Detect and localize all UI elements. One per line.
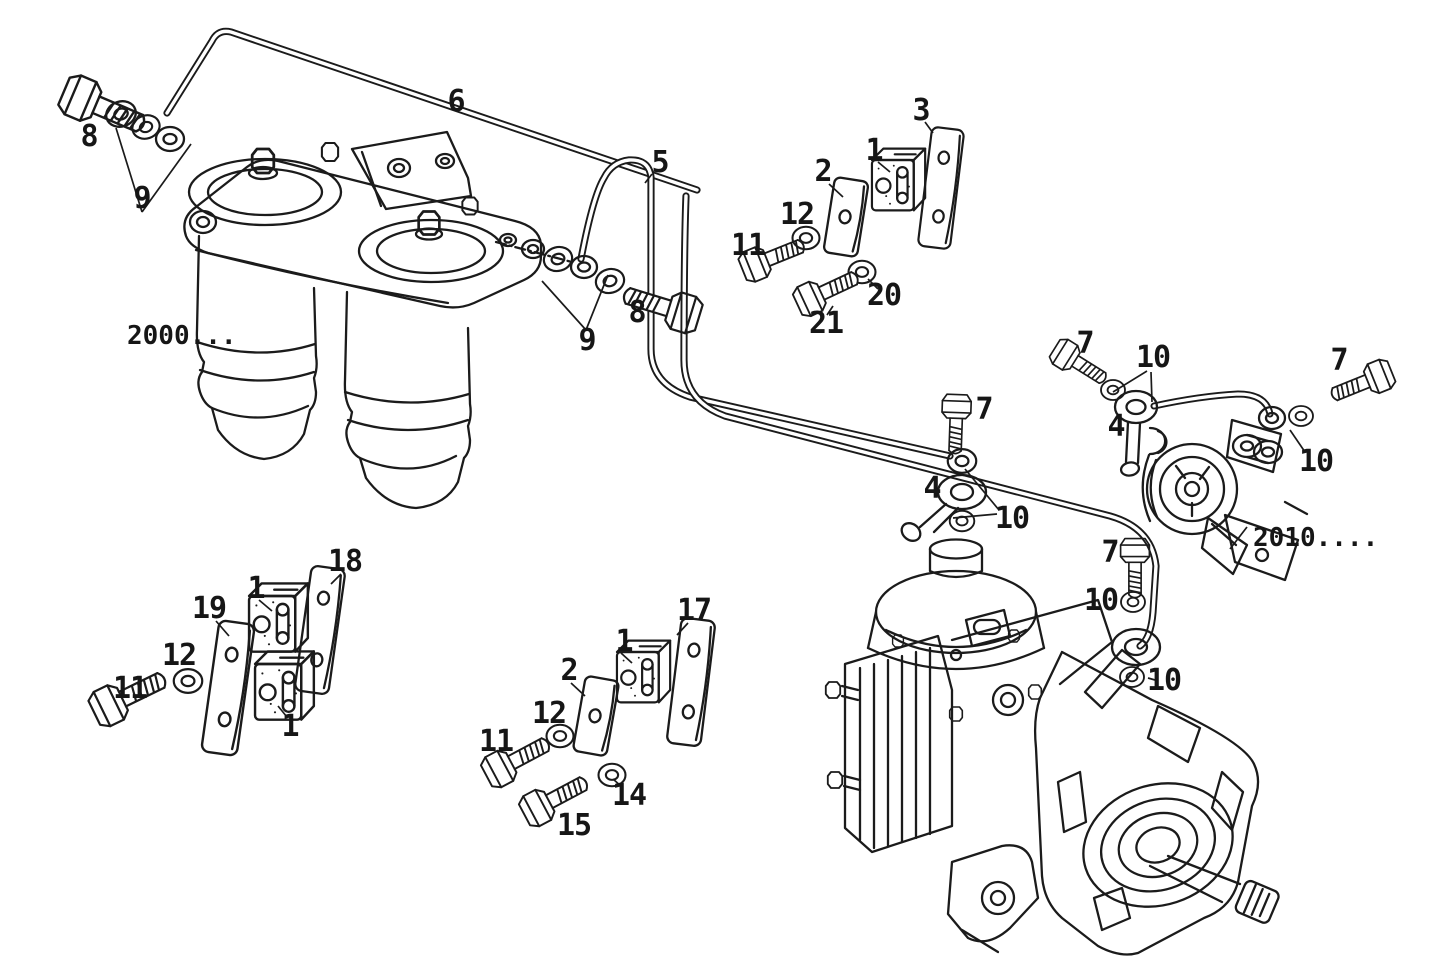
- callout-20: 20: [866, 278, 902, 313]
- part-washer-10: [948, 509, 976, 533]
- assembly-ref-2010: 2010....: [1253, 523, 1379, 553]
- callout-10: 10: [1083, 583, 1119, 618]
- callout-11: 11: [478, 724, 514, 759]
- pipe-6: [163, 27, 701, 194]
- callout-11: 11: [730, 228, 766, 263]
- callout-3: 3: [912, 93, 930, 128]
- callout-1: 1: [281, 709, 299, 744]
- callout-7: 7: [975, 392, 993, 427]
- part-washer-10: [946, 448, 978, 474]
- callout-1: 1: [865, 133, 883, 168]
- callout-19: 19: [191, 591, 227, 626]
- callout-5: 5: [651, 145, 669, 180]
- callout-10: 10: [1135, 340, 1171, 375]
- part-plate-3: [916, 125, 966, 251]
- callout-21: 21: [808, 306, 844, 341]
- pipe-5: [577, 156, 954, 460]
- part-bolt-7: [1119, 537, 1151, 599]
- part-washer-10: [1288, 405, 1314, 427]
- callout-9: 9: [133, 181, 151, 216]
- callout-15: 15: [556, 808, 592, 843]
- part-washer-9: [592, 264, 628, 298]
- callout-6: 6: [447, 84, 465, 119]
- fuel-feed-pump: [1141, 418, 1309, 582]
- callout-7: 7: [1076, 326, 1094, 361]
- assembly-ref-2000: 2000...: [127, 321, 237, 351]
- callout-10: 10: [1298, 444, 1334, 479]
- callout-1: 1: [615, 624, 633, 659]
- pipe-bundle: [680, 192, 1160, 650]
- callout-14: 14: [611, 778, 647, 813]
- callout-8: 8: [80, 119, 98, 154]
- callout-2: 2: [560, 653, 578, 688]
- callout-7: 7: [1101, 535, 1119, 570]
- part-washer-10: [1119, 666, 1145, 688]
- callout-10: 10: [994, 501, 1030, 536]
- callout-12: 12: [161, 638, 197, 673]
- part-bolt-7: [939, 393, 973, 455]
- callout-4: 4: [1107, 409, 1125, 444]
- hardware: [54, 70, 1399, 831]
- part-plate-19: [199, 618, 257, 758]
- callout-9: 9: [578, 323, 596, 358]
- part-plate-17: [665, 616, 717, 748]
- injection-pump: [824, 516, 1280, 956]
- callout-8: 8: [628, 295, 646, 330]
- fuel-pipes: [163, 27, 1274, 650]
- callout-10: 10: [1146, 663, 1182, 698]
- part-washer-10: [1100, 379, 1126, 401]
- part-bolt-8-top-left: [54, 70, 153, 146]
- pipe-feed-inlet: [1150, 390, 1274, 418]
- part-plate-2: [571, 674, 621, 758]
- callout-12: 12: [531, 696, 567, 731]
- callout-1: 1: [247, 571, 265, 606]
- callout-12: 12: [779, 197, 815, 232]
- leader-lines: [115, 121, 1306, 788]
- callout-18: 18: [327, 544, 363, 579]
- callout-2: 2: [814, 154, 832, 189]
- callout-7: 7: [1330, 343, 1348, 378]
- fuel-filter-assembly: [183, 130, 574, 510]
- callout-11: 11: [112, 671, 148, 706]
- callout-4: 4: [923, 471, 941, 506]
- callout-17: 17: [676, 593, 712, 628]
